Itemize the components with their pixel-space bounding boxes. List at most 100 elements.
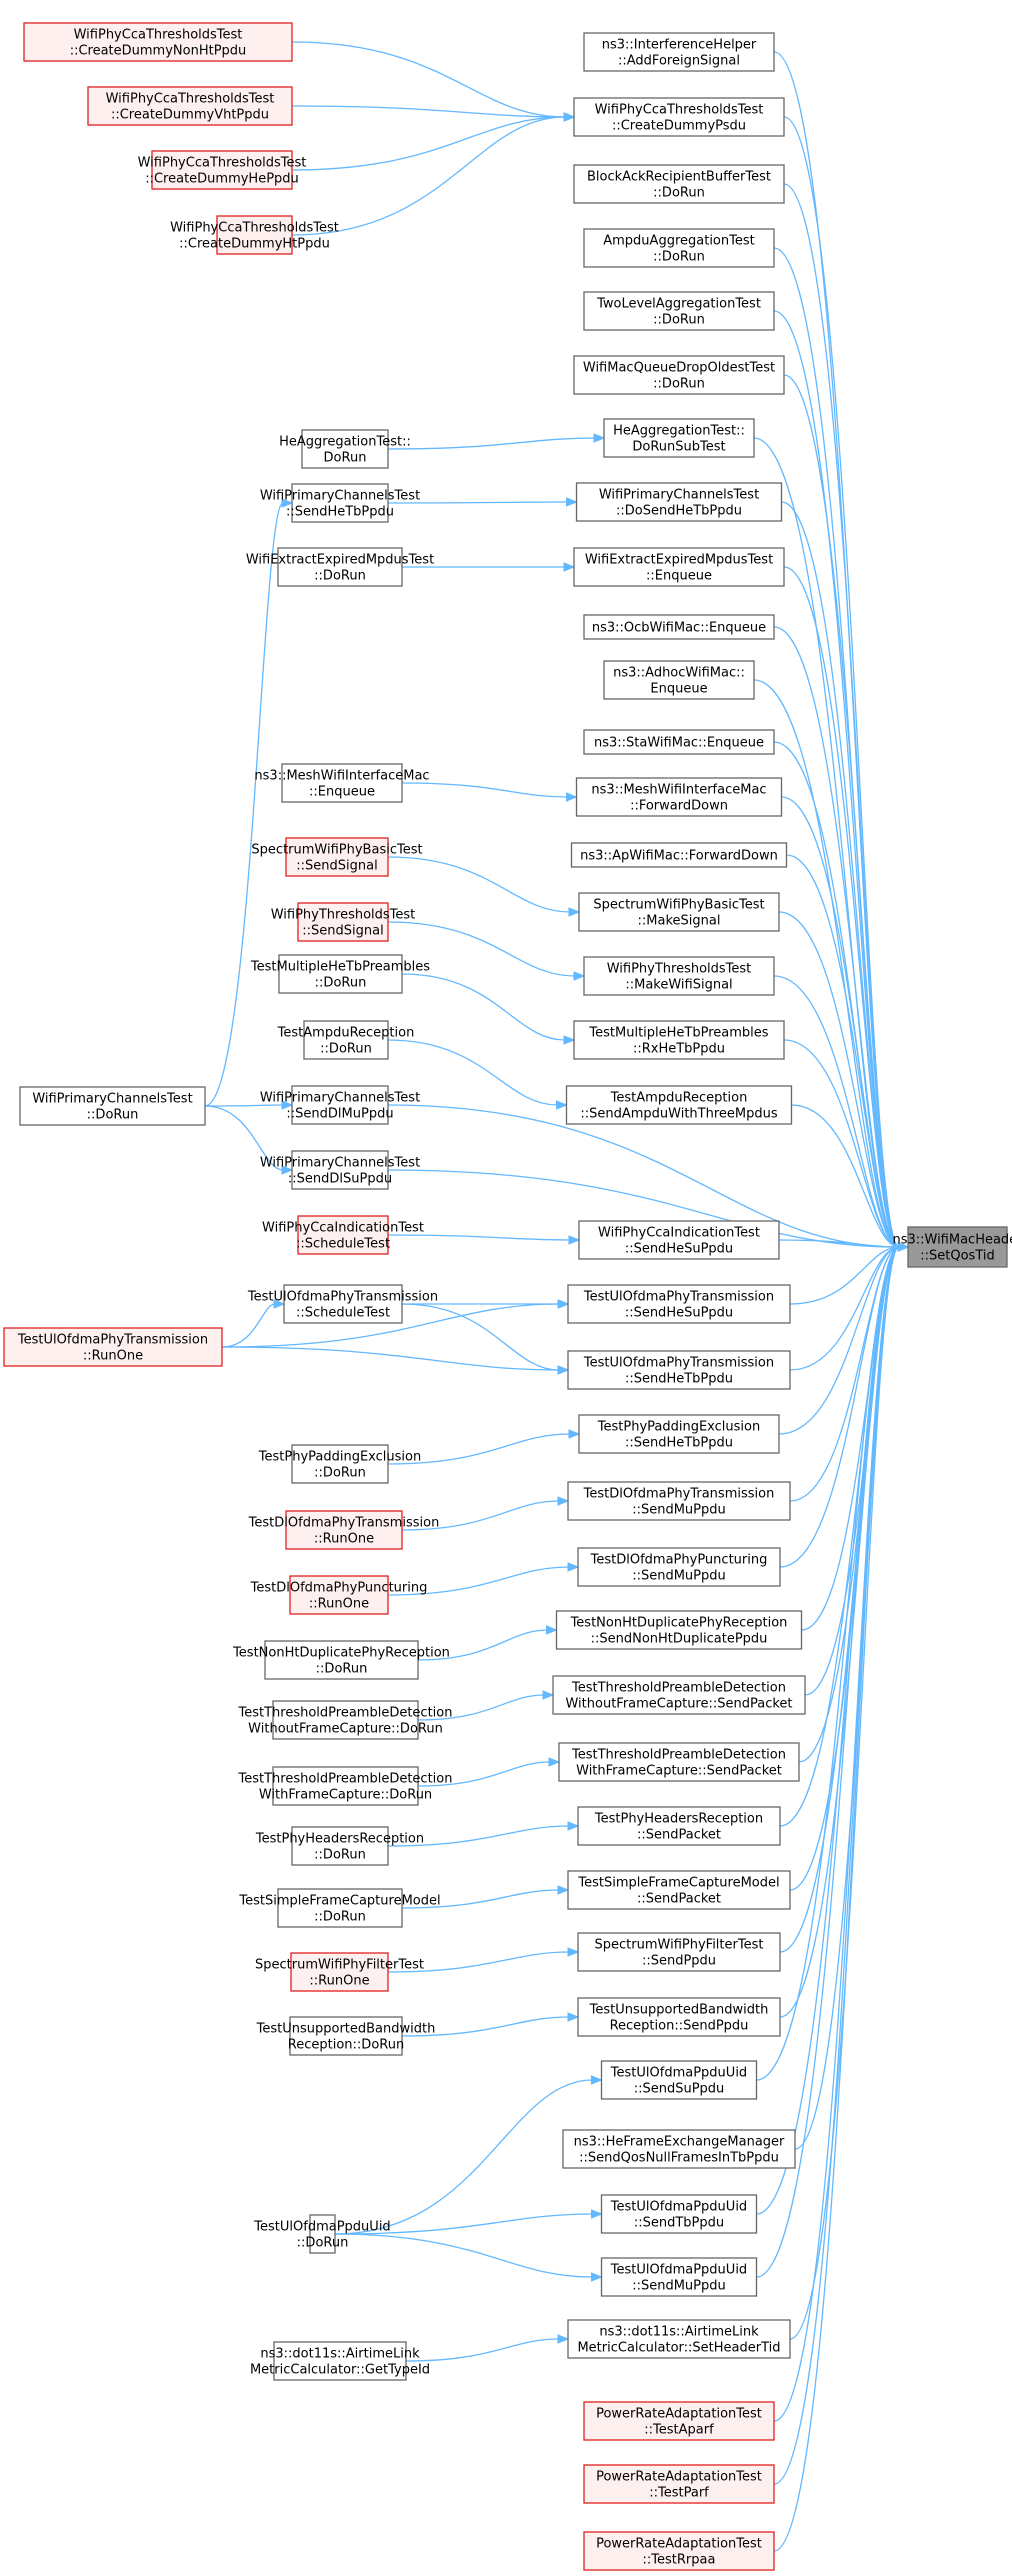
graph-node-m37[interactable]: PowerRateAdaptationTest::TestAparf — [583, 2401, 775, 2441]
graph-node-l6[interactable]: WifiPrimaryChannelsTest::SendHeTbPpdu — [260, 483, 420, 523]
node-label-line: ns3::dot11s::AirtimeLink — [260, 2347, 420, 2362]
graph-node-m31[interactable]: TestUnsupportedBandwidthReception::SendP… — [577, 1997, 781, 2037]
edge-line — [417, 1629, 548, 1661]
graph-node-l17[interactable]: TestPhyPaddingExclusion::DoRun — [258, 1444, 421, 1484]
graph-node-l5[interactable]: HeAggregationTest::DoRun — [279, 429, 411, 469]
graph-node-m23[interactable]: TestDlOfdmaPhyTransmission::SendMuPpdu — [567, 1481, 791, 1521]
graph-node-m25[interactable]: TestNonHtDuplicatePhyReception::SendNonH… — [555, 1610, 803, 1650]
graph-node-m10[interactable]: ns3::OcbWifiMac::Enqueue — [583, 614, 775, 640]
node-box — [278, 954, 403, 994]
edge-line — [334, 2079, 593, 2235]
graph-node-m38[interactable]: PowerRateAdaptationTest::TestParf — [583, 2464, 775, 2504]
node-label-line: WifiPhyThresholdsTest — [607, 962, 752, 977]
graph-node-m24[interactable]: TestDlOfdmaPhyPuncturing::SendMuPpdu — [577, 1547, 781, 1587]
node-label-line: ::SendTbPpdu — [634, 2216, 724, 2231]
graph-node-l27[interactable]: TestUlOfdmaPpduUid::DoRun — [253, 2214, 391, 2254]
graph-node-m1[interactable]: ns3::InterferenceHelper::AddForeignSigna… — [583, 32, 775, 72]
graph-node-l2[interactable]: WifiPhyCcaThresholdsTest::CreateDummyVht… — [87, 86, 293, 126]
edge-f1-to-l13 — [204, 1100, 294, 1110]
node-label-line: WifiPhyCcaThresholdsTest — [106, 92, 275, 107]
graph-node-l16[interactable]: TestUlOfdmaPhyTransmission::ScheduleTest — [247, 1284, 438, 1324]
node-label-line: HeAggregationTest:: — [279, 435, 411, 450]
edge-line — [789, 1246, 900, 1371]
graph-node-m22[interactable]: TestPhyPaddingExclusion::SendHeTbPpdu — [578, 1414, 780, 1454]
node-label-line: ::SendQosNullFramesInTbPpdu — [579, 2151, 779, 2166]
graph-node-m19[interactable]: WifiPhyCcaIndicationTest::SendHeSuPpdu — [578, 1220, 780, 1260]
node-label-line: ::ScheduleTest — [296, 1306, 390, 1321]
graph-node-m27[interactable]: TestThresholdPreambleDetectionWithFrameC… — [558, 1742, 800, 1782]
node-box — [567, 1481, 791, 1521]
graph-node-m5[interactable]: TwoLevelAggregationTest::DoRun — [583, 291, 775, 331]
graph-node-l9[interactable]: SpectrumWifiPhyBasicTest::SendSignal — [251, 837, 423, 877]
graph-node-l10[interactable]: WifiPhyThresholdsTest::SendSignal — [271, 902, 416, 942]
edge-line — [387, 1039, 558, 1106]
node-label-line: ::TestRrpaa — [643, 2553, 716, 2568]
graph-node-m28[interactable]: TestPhyHeadersReception::SendPacket — [577, 1806, 781, 1846]
graph-node-m26[interactable]: TestThresholdPreambleDetectionWithoutFra… — [552, 1675, 806, 1715]
graph-node-l1[interactable]: WifiPhyCcaThresholdsTest::CreateDummyNon… — [23, 22, 293, 62]
graph-node-m14[interactable]: ns3::ApWifiMac::ForwardDown — [570, 842, 788, 868]
node-label-line: ::CreateDummyHtPpdu — [179, 237, 330, 252]
graph-node-m4[interactable]: AmpduAggregationTest::DoRun — [583, 228, 775, 268]
graph-node-l15[interactable]: WifiPhyCcaIndicationTest::ScheduleTest — [262, 1215, 424, 1255]
graph-node-l7[interactable]: WifiExtractExpiredMpdusTest::DoRun — [246, 547, 434, 587]
graph-node-f2[interactable]: TestUlOfdmaPhyTransmission::RunOne — [3, 1327, 223, 1367]
graph-node-m34[interactable]: TestUlOfdmaPpduUid::SendTbPpdu — [600, 2194, 758, 2234]
graph-node-m21[interactable]: TestUlOfdmaPhyTransmission::SendHeTbPpdu — [567, 1350, 791, 1390]
edge-arrowhead — [568, 1429, 581, 1439]
graph-node-l13[interactable]: WifiPrimaryChannelsTest::SendDlMuPpdu — [260, 1085, 420, 1125]
node-label-line: ::SendPacket — [637, 1892, 721, 1907]
graph-node-m18[interactable]: TestAmpduReception::SendAmpduWithThreeMp… — [565, 1085, 793, 1125]
graph-node-m35[interactable]: TestUlOfdmaPpduUid::SendMuPpdu — [600, 2257, 758, 2297]
graph-node-m16[interactable]: WifiPhyThresholdsTest::MakeWifiSignal — [583, 956, 775, 996]
graph-node-m32[interactable]: TestUlOfdmaPpduUid::SendSuPpdu — [600, 2060, 758, 2100]
graph-node-m13[interactable]: ns3::MeshWifiInterfaceMac::ForwardDown — [575, 777, 783, 817]
graph-node-m30[interactable]: SpectrumWifiPhyFilterTest::SendPpdu — [577, 1932, 781, 1972]
node-label-line: ::SendSuPpdu — [634, 2082, 725, 2097]
graph-node-m9[interactable]: WifiExtractExpiredMpdusTest::Enqueue — [573, 547, 785, 587]
graph-node-l18[interactable]: TestDlOfdmaPhyTransmission::RunOne — [248, 1510, 440, 1550]
graph-node-m6[interactable]: WifiMacQueueDropOldestTest::DoRun — [573, 355, 785, 395]
graph-node-l11[interactable]: TestMultipleHeTbPreambles::DoRun — [250, 954, 430, 994]
edge-arrowhead — [563, 112, 576, 122]
graph-node-l24[interactable]: TestSimpleFrameCaptureModel::DoRun — [238, 1888, 441, 1928]
node-label-line: MetricCalculator::SetHeaderTid — [577, 2341, 780, 2356]
node-label-line: ns3::StaWifiMac::Enqueue — [594, 736, 764, 751]
graph-node-l28[interactable]: ns3::dot11s::AirtimeLinkMetricCalculator… — [250, 2341, 430, 2381]
edge-l9-to-m15 — [387, 856, 581, 917]
node-label-line: Reception::SendPpdu — [610, 2019, 749, 2034]
node-label-line: WifiPhyCcaThresholdsTest — [74, 28, 243, 43]
graph-node-m33[interactable]: ns3::HeFrameExchangeManager::SendQosNull… — [562, 2129, 796, 2169]
graph-node-l22[interactable]: TestThresholdPreambleDetectionWithFrameC… — [238, 1766, 453, 1806]
graph-node-m20[interactable]: TestUlOfdmaPhyTransmission::SendHeSuPpdu — [567, 1284, 791, 1324]
node-label-line: WifiMacQueueDropOldestTest — [583, 361, 775, 376]
graph-node-m17[interactable]: TestMultipleHeTbPreambles::RxHeTbPpdu — [573, 1020, 785, 1060]
graph-node-m7[interactable]: HeAggregationTest::DoRunSubTest — [603, 418, 755, 458]
edge-line — [756, 1246, 900, 2081]
node-box — [303, 1020, 389, 1060]
edge-l16-to-m21 — [401, 1303, 570, 1375]
graph-node-m15[interactable]: SpectrumWifiPhyBasicTest::MakeSignal — [578, 892, 780, 932]
graph-node-l4[interactable]: WifiPhyCcaThresholdsTest::CreateDummyHtP… — [170, 215, 339, 255]
graph-node-l3[interactable]: WifiPhyCcaThresholdsTest::CreateDummyHeP… — [138, 150, 307, 190]
graph-node-m8[interactable]: WifiPrimaryChannelsTest::DoSendHeTbPpdu — [575, 482, 783, 522]
graph-node-m11[interactable]: ns3::AdhocWifiMac::Enqueue — [603, 660, 755, 700]
graph-node-l19[interactable]: TestDlOfdmaPhyPuncturing::RunOne — [250, 1575, 428, 1615]
graph-node-l8[interactable]: ns3::MeshWifiInterfaceMac::Enqueue — [254, 763, 430, 803]
graph-node-l21[interactable]: TestThresholdPreambleDetectionWithoutFra… — [238, 1700, 453, 1740]
graph-node-target[interactable]: ns3::WifiMacHeader::SetQosTid — [892, 1226, 1012, 1268]
node-label-line: TestDlOfdmaPhyPuncturing — [590, 1553, 768, 1568]
graph-node-m29[interactable]: TestSimpleFrameCaptureModel::SendPacket — [567, 1870, 791, 1910]
graph-node-m39[interactable]: PowerRateAdaptationTest::TestRrpaa — [583, 2531, 775, 2571]
graph-node-l14[interactable]: WifiPrimaryChannelsTest::SendDlSuPpdu — [260, 1150, 420, 1190]
graph-node-m2[interactable]: WifiPhyCcaThresholdsTest::CreateDummyPsd… — [573, 97, 785, 137]
graph-node-l20[interactable]: TestNonHtDuplicatePhyReception::DoRun — [232, 1640, 450, 1680]
graph-node-l23[interactable]: TestPhyHeadersReception::DoRun — [255, 1826, 424, 1866]
graph-node-l12[interactable]: TestAmpduReception::DoRun — [277, 1020, 415, 1060]
graph-node-l25[interactable]: SpectrumWifiPhyFilterTest::RunOne — [255, 1952, 424, 1992]
graph-node-m3[interactable]: BlockAckRecipientBufferTest::DoRun — [573, 164, 785, 204]
graph-node-m36[interactable]: ns3::dot11s::AirtimeLinkMetricCalculator… — [567, 2319, 791, 2359]
graph-node-f1[interactable]: WifiPrimaryChannelsTest::DoRun — [19, 1086, 206, 1126]
graph-node-m12[interactable]: ns3::StaWifiMac::Enqueue — [583, 729, 775, 755]
